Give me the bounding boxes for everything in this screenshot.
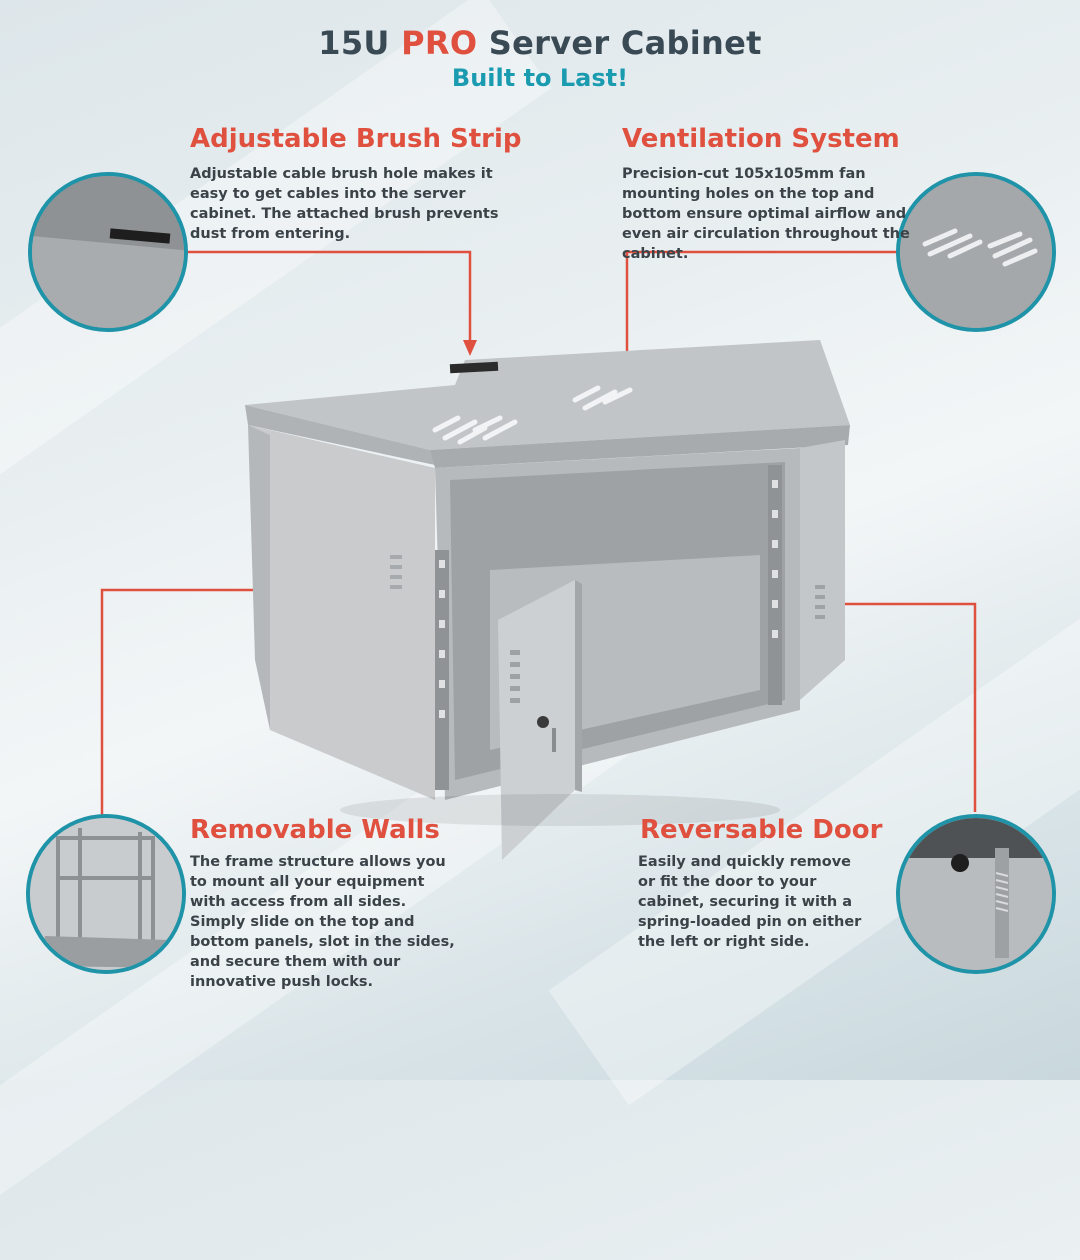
brush-strip-heading: Adjustable Brush Strip (190, 124, 522, 154)
removable-walls-description: The frame structure allows you to mount … (190, 854, 455, 990)
connector-ventilation (625, 250, 900, 395)
brush-strip-callout (28, 172, 188, 332)
removable-walls-callout (26, 814, 186, 974)
reversable-door-callout (896, 814, 1056, 974)
ventilation-description: Precision-cut 105x105mm fan mounting hol… (622, 166, 910, 262)
arrow-brush (463, 340, 477, 356)
connector-brush (180, 250, 472, 345)
ventilation-heading: Ventilation System (622, 124, 900, 154)
removable-walls-heading: Removable Walls (190, 815, 440, 845)
reversable-door-description: Easily and quickly remove or fit the doo… (638, 854, 862, 950)
page-title: 15U PRO Server Cabinet (318, 24, 762, 62)
reversable-door-heading: Reversable Door (640, 815, 883, 845)
connector-walls (100, 588, 310, 820)
page-subtitle: Built to Last! (451, 64, 629, 92)
ventilation-callout (896, 172, 1056, 332)
server-cabinet-illustration (245, 340, 850, 860)
brush-strip-description: Adjustable cable brush hole makes it eas… (190, 166, 499, 242)
